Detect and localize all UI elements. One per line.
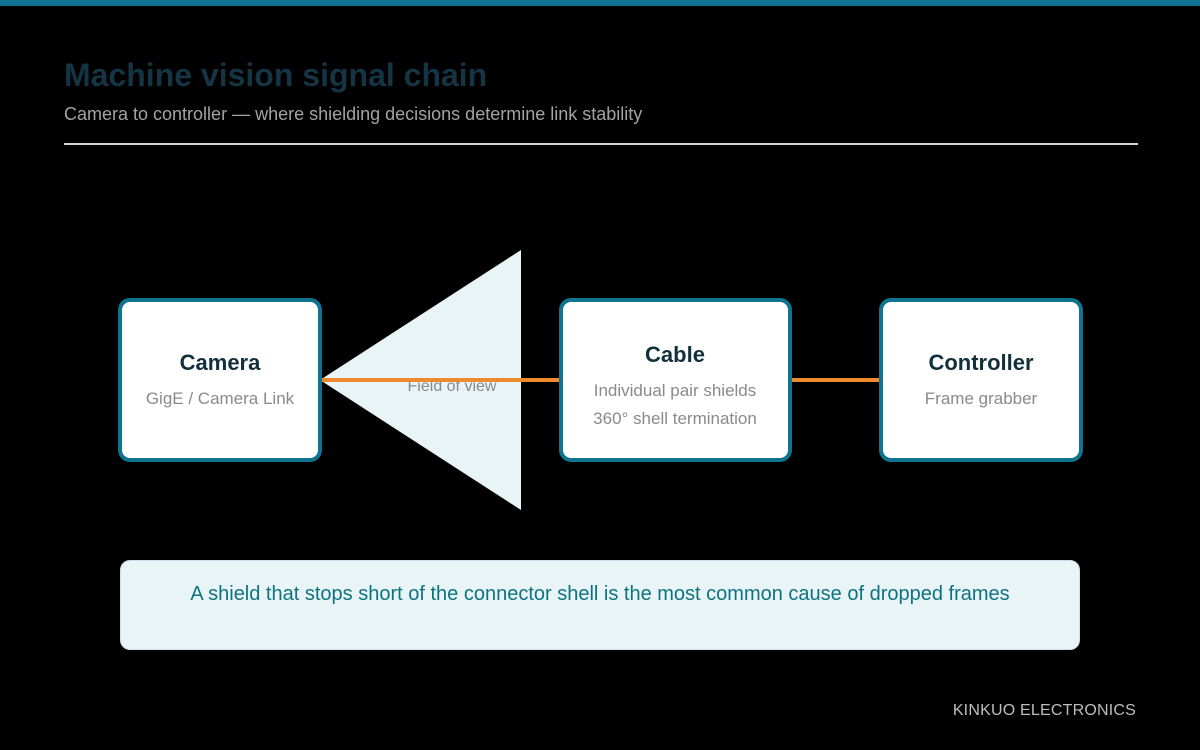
callout-text: A shield that stops short of the connect… <box>190 583 1010 605</box>
controller-node-detail: Frame grabber <box>925 389 1038 408</box>
footer-brand: KINKUO ELECTRONICS <box>952 702 1136 719</box>
camera-node-box <box>118 298 322 462</box>
cable-node-detail-2: 360° shell termination <box>593 409 757 428</box>
cable-node-title: Cable <box>645 342 705 367</box>
camera-node-title: Camera <box>180 350 261 375</box>
field-of-view-label: Field of view <box>408 378 497 395</box>
cable-node-detail-1: Individual pair shields <box>594 381 757 400</box>
camera-node: Camera GigE / Camera Link <box>118 298 322 462</box>
controller-node-box <box>879 298 1083 462</box>
controller-node: Controller Frame grabber <box>879 298 1083 462</box>
camera-node-detail: GigE / Camera Link <box>146 389 295 408</box>
page-title: Machine vision signal chain <box>64 57 488 93</box>
controller-node-title: Controller <box>928 350 1034 375</box>
title-divider <box>64 143 1138 145</box>
top-accent-bar <box>0 0 1200 6</box>
cable-node-box <box>559 298 792 462</box>
callout-box: A shield that stops short of the connect… <box>120 560 1080 650</box>
page-subtitle: Camera to controller — where shielding d… <box>64 104 643 124</box>
cable-node: Cable Individual pair shields 360° shell… <box>559 298 792 462</box>
